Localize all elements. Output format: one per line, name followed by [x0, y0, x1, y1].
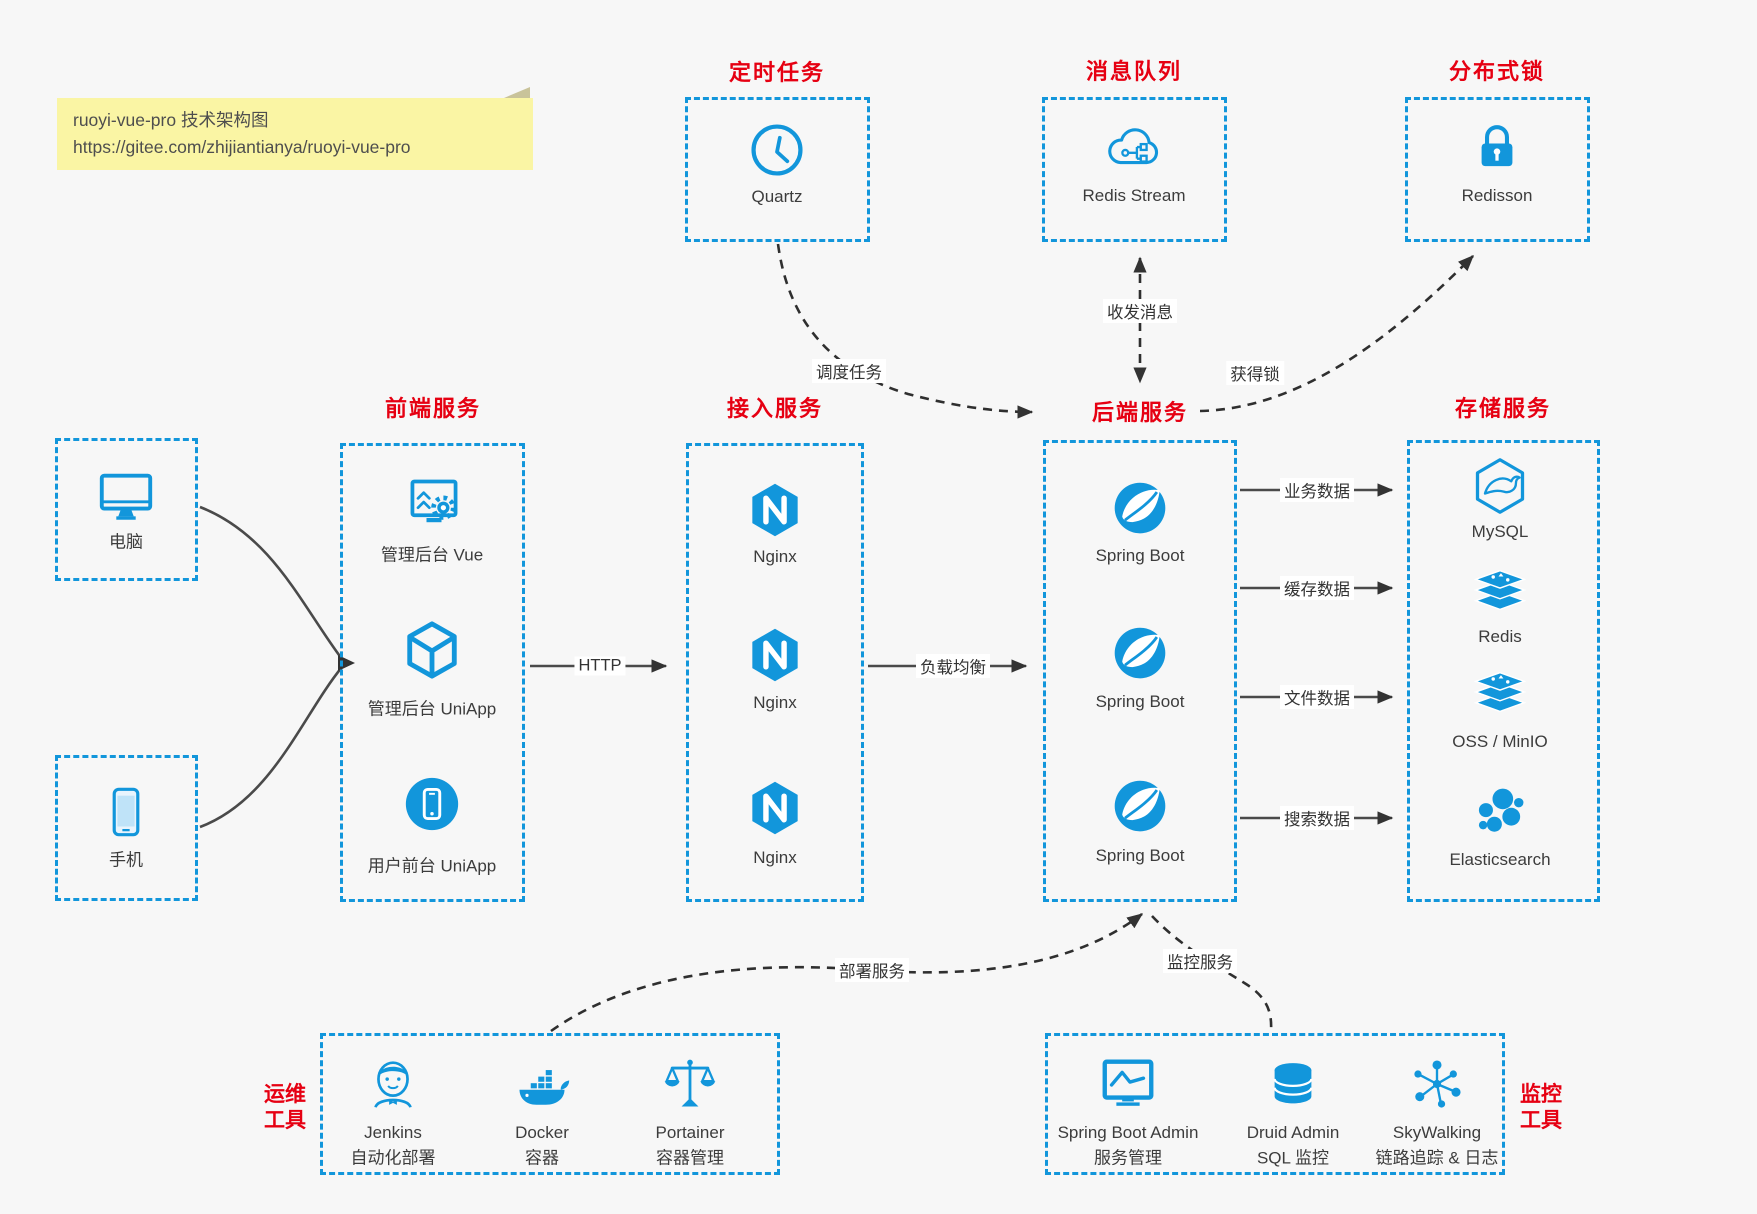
- spring-icon: [1110, 776, 1170, 836]
- edge-deploy-label: 部署服务: [835, 958, 909, 982]
- group-title-mq: 消息队列: [1085, 59, 1183, 84]
- monitoring-title-line1: 监控: [1520, 1083, 1562, 1106]
- edge-monitor-curve: [1151, 915, 1273, 1032]
- monitoring-tools-title: 监控 工具: [1506, 1082, 1576, 1135]
- sticky-note: ruoyi-vue-pro 技术架构图 https://gitee.com/zh…: [57, 87, 533, 171]
- spring-boot-label: Spring Boot: [1095, 692, 1185, 711]
- computer-to-frontend-curve: [199, 505, 344, 660]
- phone-icon: [97, 783, 155, 841]
- ops-tools-title: 运维 工具: [250, 1082, 320, 1135]
- monitoring-title-line2: 工具: [1520, 1109, 1562, 1133]
- docker-label: Docker: [515, 1123, 569, 1142]
- group-title-gateway: 接入服务: [726, 396, 824, 421]
- computer-label: 电脑: [109, 532, 143, 552]
- scheduled-box: [685, 97, 870, 242]
- quartz-label: Quartz: [751, 187, 803, 206]
- gateway-box: [686, 443, 864, 902]
- spring-icon: [1110, 623, 1170, 683]
- phone-box: [55, 755, 198, 901]
- admin-vue-icon: [404, 473, 464, 533]
- jenkins-label: Jenkins: [364, 1123, 422, 1142]
- frontend-item-label: 管理后台 Vue: [380, 545, 484, 565]
- frontend-box: [340, 443, 525, 902]
- ops-box: [320, 1033, 780, 1175]
- redisson-label: Redisson: [1461, 186, 1533, 205]
- mobile-app-icon: [401, 773, 463, 835]
- skywalking-icon: [1408, 1055, 1466, 1113]
- cloud-stream-icon: [1103, 117, 1165, 179]
- nginx-label: Nginx: [753, 848, 797, 867]
- nginx-icon: [746, 626, 804, 684]
- note-fold-corner: [504, 87, 530, 98]
- edge-acquire-lock-curve: [1199, 255, 1474, 413]
- docker-desc: 容器: [525, 1148, 559, 1168]
- backend-box: [1043, 440, 1237, 902]
- edge-monitor-label: 监控服务: [1163, 949, 1237, 973]
- frontend-item-label: 用户前台 UniApp: [367, 856, 497, 876]
- spring-icon: [1110, 478, 1170, 538]
- spring-boot-label: Spring Boot: [1095, 546, 1185, 565]
- docker-icon: [512, 1056, 572, 1116]
- group-title-scheduled: 定时任务: [728, 60, 826, 85]
- phone-label: 手机: [109, 850, 143, 870]
- cube-icon: [401, 619, 463, 681]
- edge-http-label: HTTP: [574, 656, 626, 676]
- lock-box: [1405, 97, 1590, 242]
- mysql-icon: [1470, 456, 1530, 516]
- phone-to-frontend-curve: [199, 666, 344, 829]
- monitoring-box: [1045, 1033, 1505, 1175]
- springboot-admin-icon: [1097, 1053, 1159, 1115]
- jenkins-icon: [362, 1053, 424, 1115]
- druid-icon: [1265, 1057, 1321, 1113]
- nginx-icon: [746, 779, 804, 837]
- group-title-backend: 后端服务: [1091, 400, 1189, 425]
- spring-boot-label: Spring Boot: [1095, 846, 1185, 865]
- druid-desc: SQL 监控: [1256, 1148, 1330, 1168]
- storage-box: [1407, 440, 1600, 902]
- nginx-label: Nginx: [753, 693, 797, 712]
- edge-cache-data-label: 缓存数据: [1280, 576, 1354, 600]
- note-title: ruoyi-vue-pro 技术架构图: [73, 110, 269, 130]
- mq-box: [1042, 97, 1227, 242]
- group-title-frontend: 前端服务: [384, 396, 482, 421]
- group-title-storage: 存储服务: [1454, 396, 1552, 421]
- note-url: https://gitee.com/zhijiantianya/ruoyi-vu…: [73, 137, 411, 158]
- redis-label: Redis: [1478, 627, 1522, 646]
- edge-acquire-lock-label: 获得锁: [1226, 361, 1284, 385]
- computer-box: [55, 438, 198, 581]
- nginx-label: Nginx: [753, 547, 797, 566]
- computer-icon: [95, 465, 157, 527]
- edge-schedule-curve: [776, 243, 1034, 419]
- frontend-item-label: 管理后台 UniApp: [367, 699, 497, 719]
- ops-title-line1: 运维: [264, 1083, 306, 1106]
- oss-minio-label: OSS / MinIO: [1452, 732, 1548, 751]
- portainer-desc: 容器管理: [656, 1148, 724, 1168]
- redis-stream-label: Redis Stream: [1082, 186, 1186, 205]
- lock-icon: [1468, 119, 1526, 177]
- mysql-label: MySQL: [1471, 522, 1529, 541]
- edge-business-data-label: 业务数据: [1280, 478, 1354, 502]
- redis-stack-icon: [1469, 560, 1531, 622]
- clock-icon: [747, 120, 807, 180]
- portainer-label: Portainer: [655, 1123, 725, 1142]
- oss-stack-icon: [1469, 662, 1531, 724]
- edge-message-label: 收发消息: [1103, 299, 1177, 323]
- portainer-icon: [660, 1054, 720, 1114]
- springboot-admin-desc: 服务管理: [1094, 1148, 1162, 1168]
- druid-label: Druid Admin: [1246, 1123, 1340, 1142]
- edge-search-data-label: 搜索数据: [1280, 806, 1354, 830]
- elasticsearch-label: Elasticsearch: [1449, 850, 1551, 869]
- ops-title-line2: 工具: [264, 1109, 306, 1133]
- skywalking-label: SkyWalking: [1392, 1123, 1482, 1142]
- group-title-lock: 分布式锁: [1448, 59, 1546, 84]
- edge-file-data-label: 文件数据: [1280, 685, 1354, 709]
- edge-schedule-label: 调度任务: [812, 359, 886, 383]
- skywalking-desc: 链路追踪 & 日志: [1375, 1148, 1499, 1168]
- edge-load-balance-label: 负载均衡: [916, 654, 990, 678]
- springboot-admin-label: Spring Boot Admin: [1057, 1123, 1199, 1142]
- elasticsearch-icon: [1470, 782, 1530, 842]
- jenkins-desc: 自动化部署: [350, 1148, 436, 1168]
- nginx-icon: [746, 481, 804, 539]
